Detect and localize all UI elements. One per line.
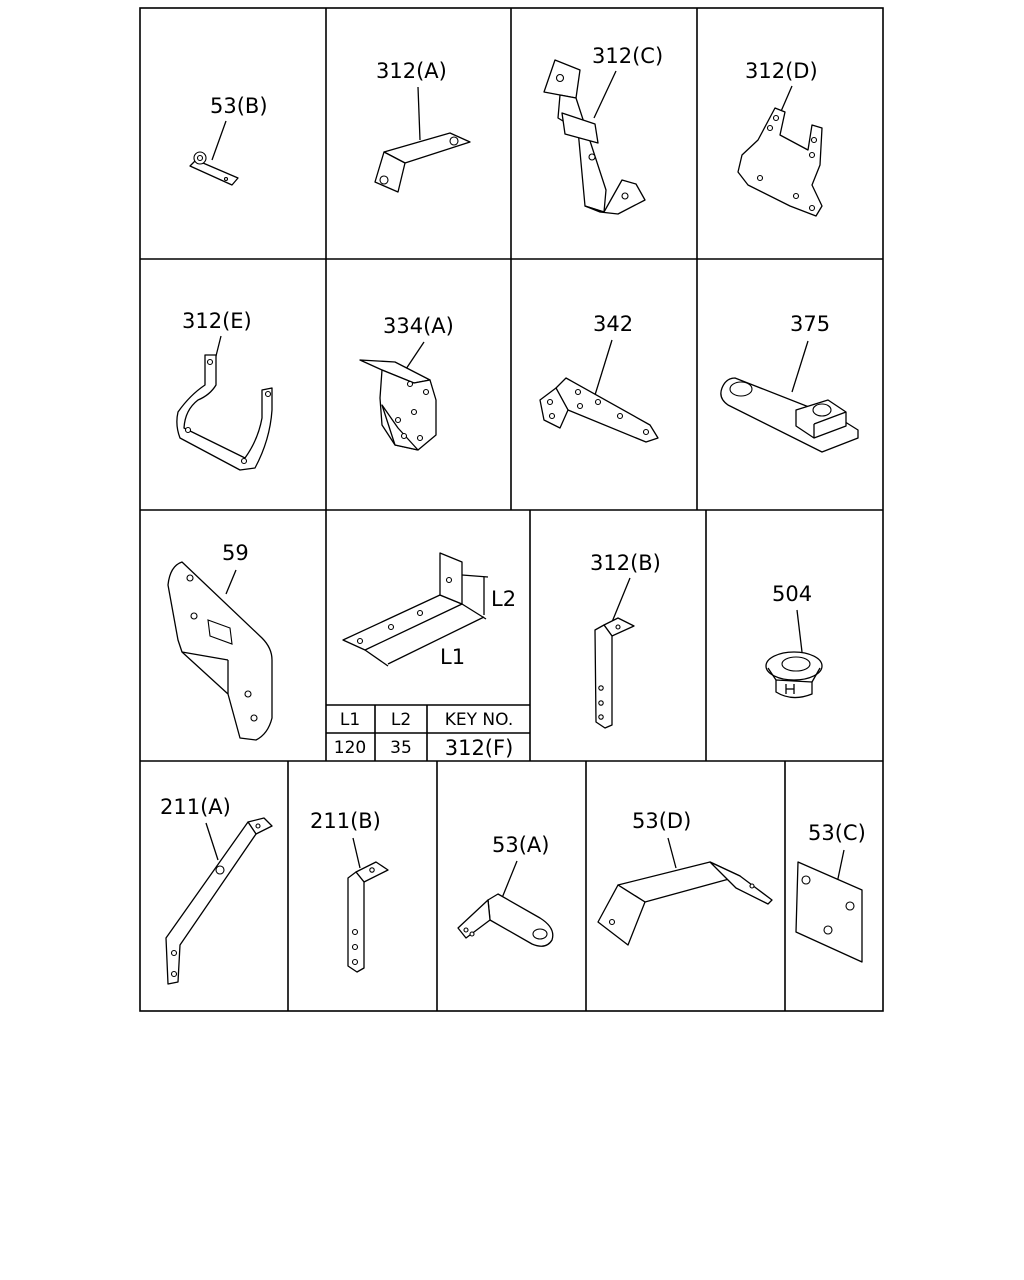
bracket-53d-shape bbox=[597, 861, 773, 946]
dimension-line-l1 bbox=[387, 616, 485, 665]
cell-211b: 211(B) bbox=[310, 809, 389, 973]
cell-53d: 53(D) bbox=[597, 809, 773, 946]
leader-line bbox=[594, 339, 613, 396]
dimension-label-l2: L2 bbox=[491, 587, 516, 611]
cell-53b: 53(B) bbox=[189, 94, 268, 186]
cell-312f-dimension: L2 L1 L1 L2 KEY NO. 120 35 312(F) bbox=[326, 552, 530, 761]
cell-375: 375 bbox=[720, 312, 859, 453]
bracket-312e-shape bbox=[176, 354, 273, 471]
table-cell-l2: 35 bbox=[390, 738, 412, 758]
part-label-312b: 312(B) bbox=[590, 551, 661, 575]
cell-53c: 53(C) bbox=[795, 821, 866, 963]
part-label-53b: 53(B) bbox=[210, 94, 268, 118]
bracket-342-shape bbox=[539, 377, 659, 443]
bracket-312f-shape bbox=[342, 552, 463, 651]
leader-line bbox=[225, 569, 237, 595]
leader-line bbox=[352, 837, 361, 869]
part-label-53c: 53(C) bbox=[808, 821, 866, 845]
cell-211a: 211(A) bbox=[160, 795, 273, 985]
diagram-grid bbox=[139, 7, 884, 1012]
table-header-key-no: KEY NO. bbox=[445, 710, 514, 730]
bracket-53a-shape bbox=[457, 893, 554, 947]
cell-334a: 334(A) bbox=[359, 314, 454, 451]
leader-line bbox=[205, 822, 219, 861]
cell-342: 342 bbox=[539, 312, 659, 443]
leader-line bbox=[791, 340, 809, 393]
cell-312a: 312(A) bbox=[374, 59, 471, 193]
bracket-312a-shape bbox=[374, 132, 471, 193]
leader-line bbox=[796, 609, 803, 653]
table-cell-l1: 120 bbox=[334, 738, 366, 758]
part-label-211b: 211(B) bbox=[310, 809, 381, 833]
leader-line bbox=[403, 341, 425, 373]
part-label-504: 504 bbox=[772, 582, 812, 606]
part-label-312c: 312(C) bbox=[592, 44, 663, 68]
bracket-53b-shape bbox=[189, 151, 239, 186]
dimension-label-l1: L1 bbox=[440, 645, 465, 669]
leader-line bbox=[667, 837, 677, 869]
part-label-375: 375 bbox=[790, 312, 830, 336]
part-label-312e: 312(E) bbox=[182, 309, 252, 333]
part-label-59: 59 bbox=[222, 541, 249, 565]
bracket-334a-shape bbox=[359, 359, 437, 451]
part-label-312a: 312(A) bbox=[376, 59, 447, 83]
cell-504: 504 bbox=[765, 582, 823, 699]
bracket-211b-shape bbox=[347, 861, 389, 973]
cell-312d: 312(D) bbox=[737, 59, 823, 217]
bracket-59-shape bbox=[167, 561, 273, 741]
cell-312c: 312(C) bbox=[543, 44, 663, 215]
leader-line bbox=[593, 70, 617, 119]
part-label-312d: 312(D) bbox=[745, 59, 818, 83]
clip-504-shape bbox=[765, 651, 823, 699]
cell-312b: 312(B) bbox=[590, 551, 661, 729]
cell-312e: 312(E) bbox=[176, 309, 273, 471]
leader-line bbox=[501, 860, 518, 899]
table-cell-key-no: 312(F) bbox=[445, 736, 514, 760]
leader-line bbox=[417, 86, 421, 141]
part-label-342: 342 bbox=[593, 312, 633, 336]
part-label-334a: 334(A) bbox=[383, 314, 454, 338]
table-header-l2: L2 bbox=[391, 710, 411, 730]
part-label-53d: 53(D) bbox=[632, 809, 691, 833]
dimension-table: L1 L2 KEY NO. 120 35 312(F) bbox=[326, 704, 530, 761]
part-label-211a: 211(A) bbox=[160, 795, 231, 819]
part-label-53a: 53(A) bbox=[492, 833, 549, 857]
bracket-312c-shape bbox=[543, 59, 646, 215]
table-header-l1: L1 bbox=[340, 710, 360, 730]
plate-53c-shape bbox=[795, 861, 863, 963]
bracket-312b-shape bbox=[594, 617, 635, 729]
block-375-shape bbox=[720, 377, 859, 453]
leader-line bbox=[211, 120, 227, 161]
cell-53a: 53(A) bbox=[457, 833, 554, 947]
cell-59: 59 bbox=[167, 541, 273, 741]
bracket-312d-shape bbox=[737, 107, 823, 217]
bracket-211a-shape bbox=[165, 817, 273, 985]
leader-line bbox=[611, 577, 631, 623]
